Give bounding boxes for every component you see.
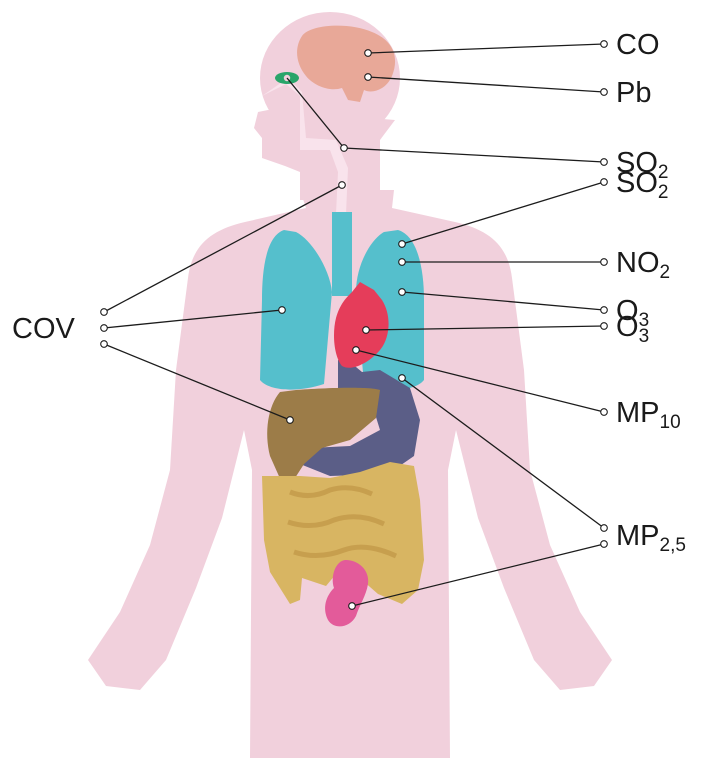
- label-cov: COV: [12, 315, 75, 344]
- label-o3-lower-base: O: [616, 311, 639, 343]
- label-pb: Pb: [616, 79, 651, 108]
- label-mp25-sub: 2,5: [660, 535, 686, 556]
- label-mp10-base: MP: [616, 397, 660, 429]
- label-so2-lower: SO2: [616, 169, 668, 198]
- label-o3-lower-sub: 3: [639, 326, 650, 347]
- label-mp10: MP10: [616, 399, 681, 428]
- label-so2-lower-base: SO: [616, 167, 658, 199]
- label-so2-lower-sub: 2: [658, 182, 669, 203]
- label-co: CO: [616, 31, 660, 60]
- trachea: [332, 212, 352, 296]
- label-mp25-base: MP: [616, 520, 660, 552]
- label-no2-sub: 2: [660, 262, 671, 283]
- label-mp25: MP2,5: [616, 522, 686, 551]
- label-no2-base: NO: [616, 247, 660, 279]
- label-o3-lower: O3: [616, 313, 649, 342]
- label-no2: NO2: [616, 249, 670, 278]
- label-mp10-sub: 10: [660, 412, 681, 433]
